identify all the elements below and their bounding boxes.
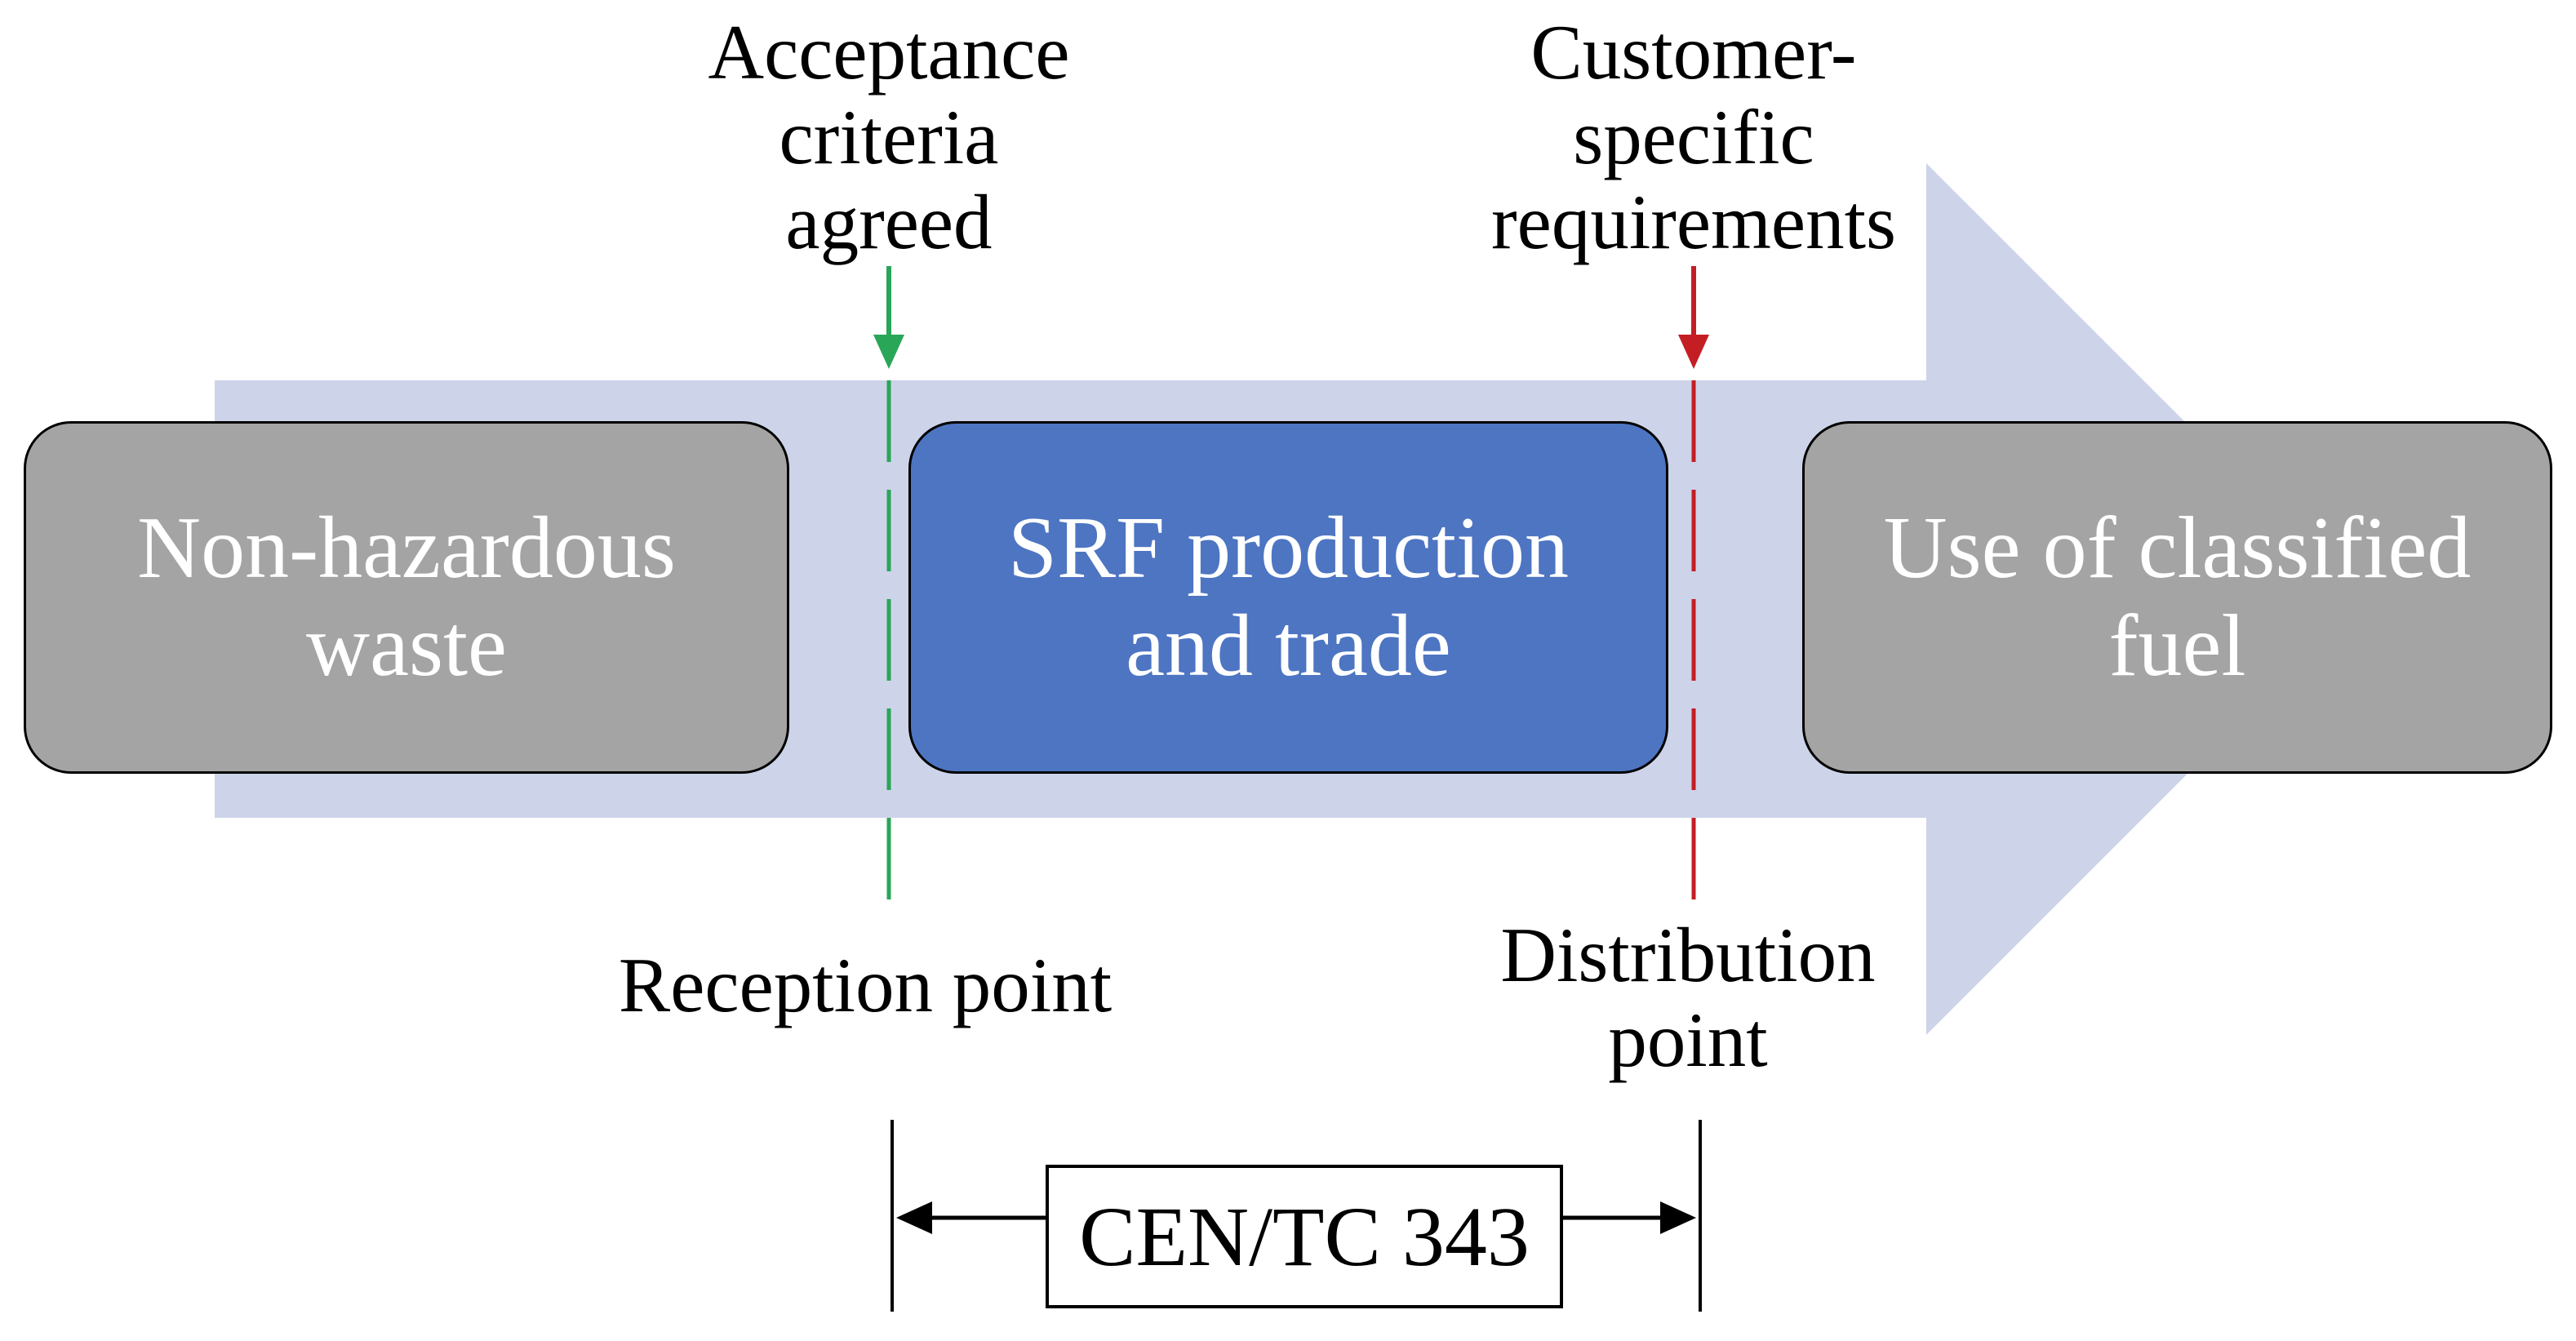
scope-right-arrow-icon [1660, 1201, 1696, 1234]
box-srf-production-and-trade: SRF production and trade [908, 421, 1668, 774]
red-down-arrow-icon [1678, 335, 1709, 369]
customer-requirements-label: Customer- specific requirements [1491, 9, 1896, 265]
reception-point-label: Reception point [618, 942, 1113, 1028]
box-use-of-classified-fuel: Use of classified fuel [1802, 421, 2552, 774]
box-srf-production-and-trade-label: SRF production and trade [1007, 500, 1570, 695]
box-non-hazardous-waste: Non-hazardous waste [24, 421, 789, 774]
scope-left-arrow-icon [896, 1201, 932, 1234]
distribution-point-label: Distribution point [1500, 912, 1876, 1083]
green-down-arrow-icon [873, 335, 904, 369]
cen-tc-scope-label: CEN/TC 343 [1079, 1189, 1530, 1284]
box-non-hazardous-waste-label: Non-hazardous waste [137, 500, 676, 695]
cen-tc-scope-box: CEN/TC 343 [1046, 1165, 1563, 1308]
box-use-of-classified-fuel-label: Use of classified fuel [1883, 500, 2472, 695]
acceptance-criteria-label: Acceptance criteria agreed [708, 9, 1070, 265]
